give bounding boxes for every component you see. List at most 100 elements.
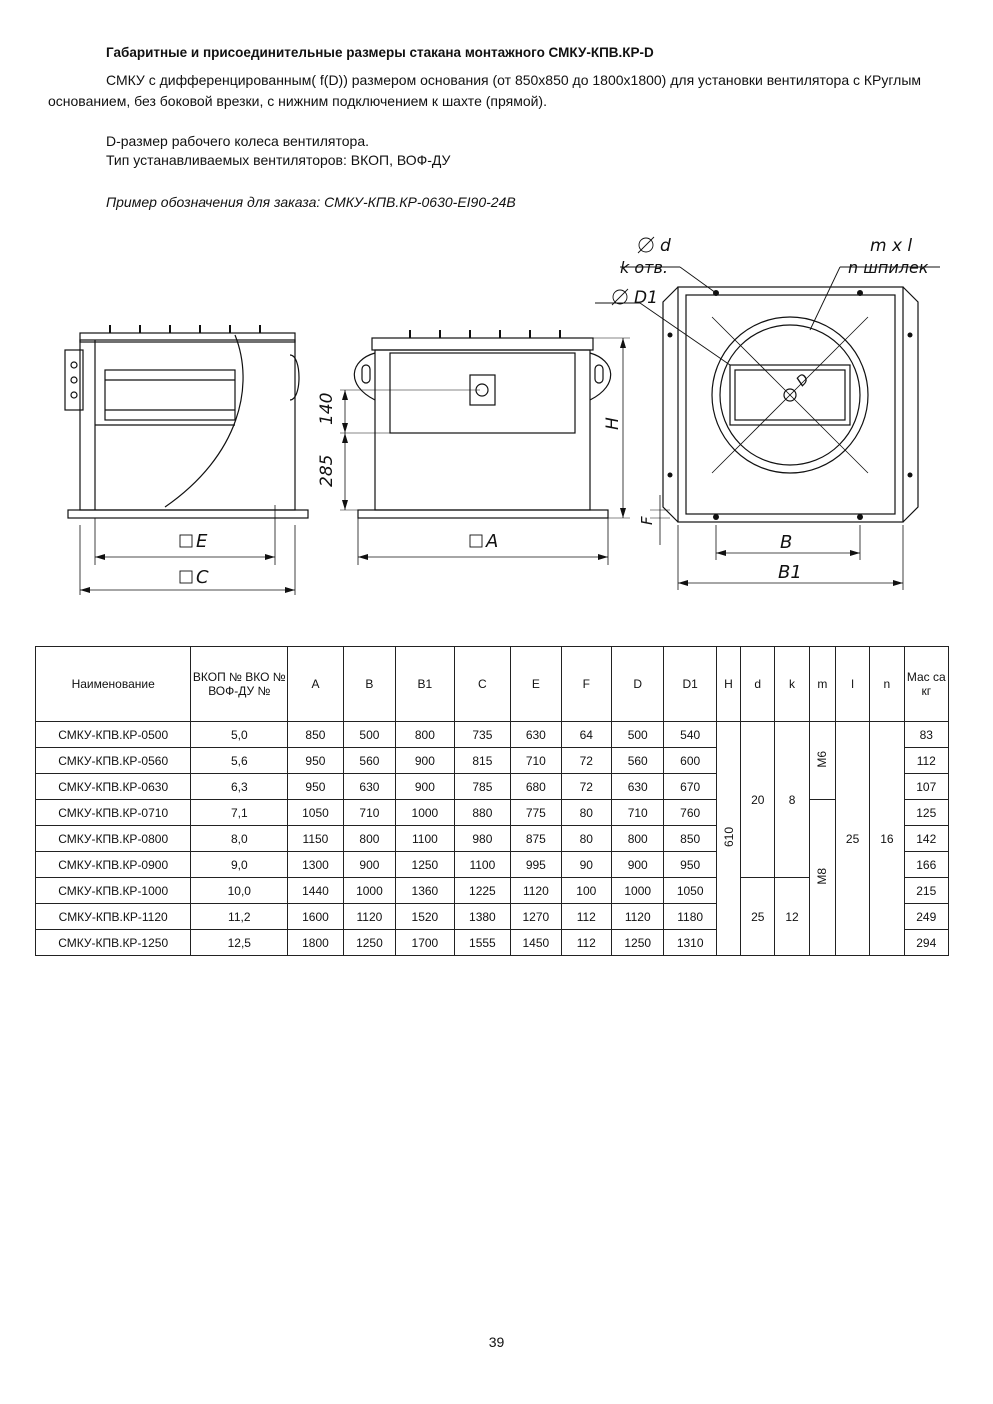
header-cell: F — [560, 646, 613, 722]
table-cell: 875 — [510, 825, 562, 852]
table-cell: 1000 — [395, 799, 455, 826]
table-row: СМКУ-КПВ.КР-0900 9,0 1300 900 1250 1100 … — [34, 851, 950, 878]
front-view-middle — [340, 330, 670, 565]
table-row: СМКУ-КПВ.КР-0500 5,0 850 500 800 735 630… — [34, 721, 950, 956]
table-cell: 850 — [663, 825, 717, 852]
table-cell: 950 — [287, 773, 344, 800]
label-E: E — [196, 531, 208, 552]
description-paragraph: СМКУ с дифференцированным( f(D)) размеро… — [48, 72, 922, 109]
merged-m-large-value: M8 — [815, 867, 830, 885]
merged-H-cell: 610 — [715, 721, 742, 956]
table-cell: 5,6 — [190, 747, 289, 774]
table-cell: 950 — [663, 851, 717, 878]
table-cell: 630 — [510, 721, 562, 748]
header-cell: l — [834, 646, 871, 722]
table-row: СМКУ-КПВ.КР-1000 10,0 1440 1000 1360 122… — [34, 877, 950, 956]
label-k-otv: k отв. — [620, 258, 668, 277]
table-cell: 1440 — [287, 877, 344, 904]
page-number: 39 — [488, 1334, 505, 1350]
table-cell: 785 — [453, 773, 512, 800]
table-cell: СМКУ-КПВ.КР-0710 — [34, 799, 192, 826]
table-cell: 815 — [453, 747, 512, 774]
header-cell: A — [287, 646, 344, 722]
merged-n-cell: 16 — [869, 721, 905, 956]
table-cell: 1700 — [395, 929, 455, 956]
table-cell: 249 — [903, 903, 950, 930]
order-example: Пример обозначения для заказа: СМКУ-КПВ.… — [106, 194, 516, 210]
table-cell: СМКУ-КПВ.КР-0630 — [34, 773, 192, 800]
table-cell: 1050 — [287, 799, 344, 826]
table-cell: 1270 — [510, 903, 562, 930]
label-H: H — [603, 417, 623, 430]
header-cell: B1 — [395, 646, 455, 722]
fan-types: Тип устанавливаемых вентиляторов: ВКОП, … — [106, 152, 451, 168]
merged-d-large-cell: 25 — [740, 877, 776, 956]
table-cell: 880 — [453, 799, 512, 826]
table-cell: 80 — [560, 825, 613, 852]
table-cell: 107 — [903, 773, 950, 800]
table-cell: 72 — [560, 747, 613, 774]
table-cell: 166 — [903, 851, 950, 878]
table-cell: 600 — [663, 747, 717, 774]
table-cell: 735 — [453, 721, 512, 748]
table-cell: СМКУ-КПВ.КР-1120 — [34, 903, 192, 930]
label-A: A — [485, 531, 498, 552]
table-cell: 710 — [610, 799, 665, 826]
table-cell: 1150 — [287, 825, 344, 852]
header-cell: Наименование — [34, 646, 192, 722]
table-cell: 80 — [560, 799, 613, 826]
table-cell: 64 — [560, 721, 613, 748]
header-cell: m — [808, 646, 836, 722]
header-cell: E — [510, 646, 562, 722]
label-F: F — [638, 516, 656, 525]
table-cell: 1250 — [610, 929, 665, 956]
table-row: СМКУ-КПВ.КР-0560 5,6 950 560 900 815 710… — [34, 747, 950, 774]
table-cell: 630 — [342, 773, 397, 800]
table-cell: 1000 — [610, 877, 665, 904]
table-cell: 11,2 — [190, 903, 289, 930]
table-cell: 9,0 — [190, 851, 289, 878]
table-cell: 900 — [395, 747, 455, 774]
table-cell: СМКУ-КПВ.КР-0800 — [34, 825, 192, 852]
table-cell: 900 — [395, 773, 455, 800]
table-cell: 500 — [342, 721, 397, 748]
table-cell: 8,0 — [190, 825, 289, 852]
table-cell: 560 — [610, 747, 665, 774]
table-cell: 1800 — [287, 929, 344, 956]
header-cell: ВКОП № ВКО № ВОФ-ДУ № — [190, 646, 289, 722]
table-cell: 800 — [610, 825, 665, 852]
table-cell: 6,3 — [190, 773, 289, 800]
table-cell: 900 — [610, 851, 665, 878]
top-view-right — [595, 236, 940, 590]
d-note: D-размер рабочего колеса вентилятора. — [106, 133, 369, 149]
table-cell: 1180 — [663, 903, 717, 930]
table-cell: 800 — [395, 721, 455, 748]
table-cell: 100 — [560, 877, 613, 904]
table-cell: 760 — [663, 799, 717, 826]
table-header-row: Наименование ВКОП № ВКО № ВОФ-ДУ № A B B… — [34, 646, 950, 722]
table-cell: 72 — [560, 773, 613, 800]
table-cell: 112 — [903, 747, 950, 774]
label-B: B — [780, 532, 792, 553]
label-D1: D1 — [634, 288, 658, 308]
table-cell: СМКУ-КПВ.КР-1000 — [34, 877, 192, 904]
label-D: D — [794, 371, 813, 390]
merged-k-large-cell: 12 — [774, 877, 810, 956]
table-cell: 670 — [663, 773, 717, 800]
label-140: 140 — [317, 393, 337, 425]
header-cell: B — [342, 646, 397, 722]
label-C: C — [196, 567, 209, 588]
table-cell: 83 — [903, 721, 950, 748]
table-cell: СМКУ-КПВ.КР-0500 — [34, 721, 192, 748]
table-cell: 710 — [342, 799, 397, 826]
header-cell: H — [715, 646, 742, 722]
table-cell: 1300 — [287, 851, 344, 878]
table-cell: 1100 — [453, 851, 512, 878]
header-cell: C — [453, 646, 512, 722]
merged-m-small-cell: M6 — [808, 721, 836, 800]
table-cell: 1225 — [453, 877, 512, 904]
label-285: 285 — [317, 455, 337, 487]
table-cell: 215 — [903, 877, 950, 904]
table-cell: 1600 — [287, 903, 344, 930]
table-cell: 1250 — [395, 851, 455, 878]
